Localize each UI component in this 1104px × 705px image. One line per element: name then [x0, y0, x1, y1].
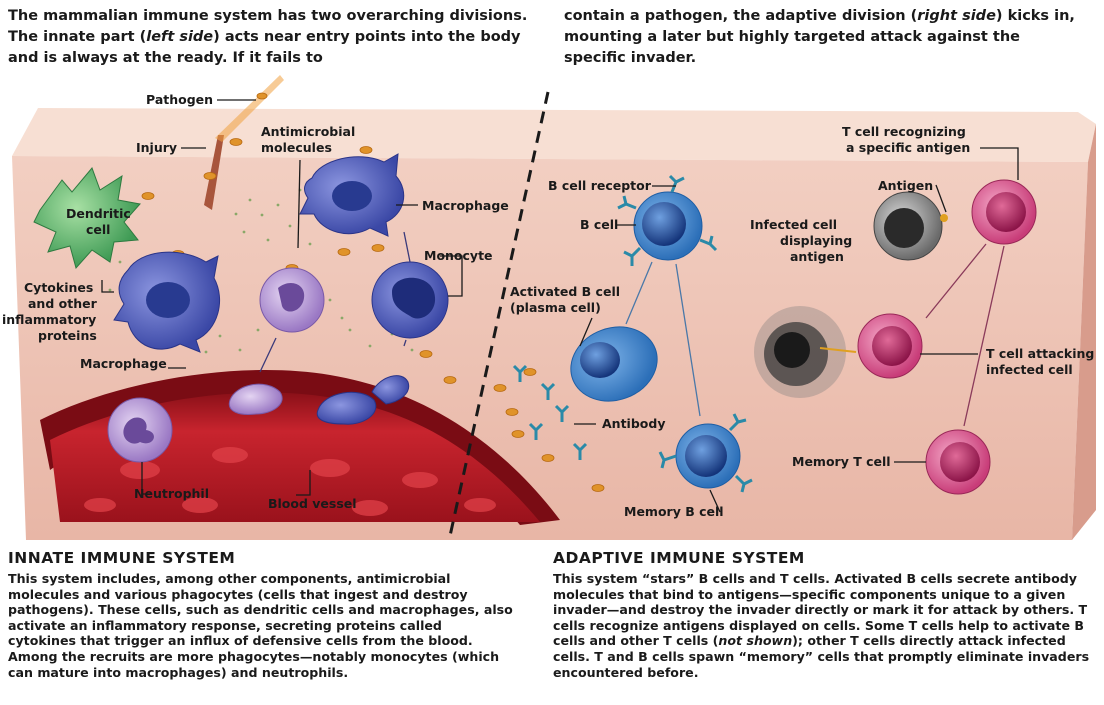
label-activated-b-cell-2: (plasma cell) [510, 300, 601, 315]
label-dendritic-2: cell [86, 222, 110, 237]
label-cytokines-1: Cytokines [24, 280, 93, 295]
label-injury: Injury [136, 140, 177, 155]
label-antimicrobial-1: Antimicrobial [261, 124, 355, 139]
antigen-marker [940, 214, 948, 222]
label-t-cell-recognizing-1: T cell recognizing [842, 124, 966, 139]
adaptive-body-emphasis: not shown [718, 633, 792, 648]
label-infected-cell-1: Infected cell [750, 217, 837, 232]
label-macrophage-top: Macrophage [422, 198, 509, 213]
activated-b-cell-nucleus [580, 342, 620, 378]
label-neutrophil: Neutrophil [134, 486, 209, 501]
macrophage-left-nucleus [146, 282, 190, 318]
memory-t-cell-nucleus [940, 442, 980, 482]
macrophage-top-nucleus [332, 181, 372, 211]
adaptive-heading: ADAPTIVE IMMUNE SYSTEM [553, 549, 805, 567]
label-antimicrobial-2: molecules [261, 140, 332, 155]
label-infected-cell-3: antigen [790, 249, 844, 264]
infected-cell-nucleus [884, 208, 924, 248]
t-cell-recognizing-nucleus [986, 192, 1026, 232]
label-dendritic-1: Dendritic [66, 206, 131, 221]
adaptive-body: This system “stars” B cells and T cells.… [553, 571, 1101, 680]
label-cytokines-3: inflammatory [2, 312, 96, 327]
label-macrophage-left: Macrophage [80, 356, 167, 371]
t-cell-attacking-nucleus [872, 326, 912, 366]
label-t-cell-recognizing-2: a specific antigen [846, 140, 970, 155]
b-cell-nucleus [642, 202, 686, 246]
label-t-cell-attacking-2: infected cell [986, 362, 1073, 377]
label-b-cell: B cell [580, 217, 618, 232]
label-t-cell-attacking-1: T cell attacking [986, 346, 1094, 361]
label-cytokines-4: proteins [38, 328, 97, 343]
innate-body: This system includes, among other compon… [8, 571, 513, 680]
label-b-cell-receptor: B cell receptor [548, 178, 652, 193]
immune-system-illustration: Pathogen Injury Antimicrobial molecules … [0, 0, 1104, 540]
label-pathogen: Pathogen [146, 92, 213, 107]
label-cytokines-2: and other [28, 296, 98, 311]
label-activated-b-cell-1: Activated B cell [510, 284, 620, 299]
label-monocyte: Monocyte [424, 248, 493, 263]
innate-heading: INNATE IMMUNE SYSTEM [8, 549, 235, 567]
label-antigen: Antigen [878, 178, 933, 193]
label-antibody: Antibody [602, 416, 665, 431]
label-memory-b-cell: Memory B cell [624, 504, 724, 519]
label-blood-vessel: Blood vessel [268, 496, 357, 511]
label-memory-t-cell: Memory T cell [792, 454, 891, 469]
memory-b-cell-nucleus [685, 435, 727, 477]
label-infected-cell-2: displaying [780, 233, 852, 248]
